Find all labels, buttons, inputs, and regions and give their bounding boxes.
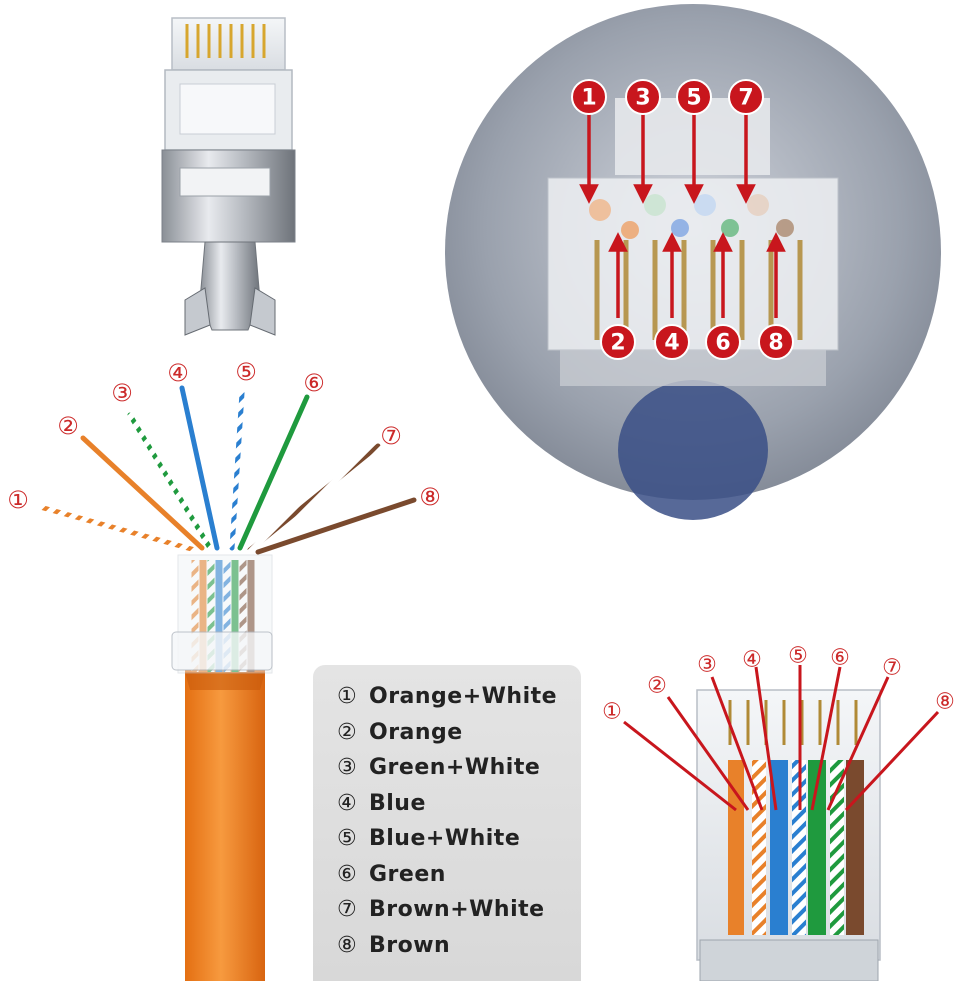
legend-color: Orange: [369, 719, 463, 745]
legend-color: Brown+White: [369, 897, 545, 923]
cable-wire-label: ⑧: [419, 483, 441, 511]
pin-badge: [625, 79, 661, 115]
cable-wire-label: ③: [111, 379, 133, 407]
legend-number: ②: [337, 719, 357, 745]
pin-badge: [600, 324, 636, 360]
legend-color: Blue+White: [369, 826, 521, 852]
legend-number: ⑤: [337, 826, 357, 852]
plug-wire-label: ⑥: [830, 646, 850, 671]
plug-wire-label: ⑤: [788, 644, 808, 669]
plug-wire-label: ③: [697, 653, 717, 678]
legend-row-6: ⑥ Green: [337, 857, 581, 893]
pin-badge: [728, 79, 764, 115]
legend-row-4: ④ Blue: [337, 786, 581, 822]
legend-number: ⑧: [337, 932, 357, 958]
wire-color-legend: ① Orange+White ② Orange ③ Green+White ④ Blue…: [313, 665, 581, 981]
cable-wire-label: ①: [7, 486, 29, 514]
plug-wire-label: ⑧: [935, 690, 955, 715]
legend-row-7: ⑦ Brown+White: [337, 892, 581, 928]
cable-wire-label: ④: [167, 359, 189, 387]
pin-badge: [705, 324, 741, 360]
legend-color: Orange+White: [369, 684, 558, 710]
plug-wire-label: ④: [742, 648, 762, 673]
cable-wire-label: ⑦: [380, 422, 402, 450]
pin-badge: [758, 324, 794, 360]
pin-badge-number: 2: [610, 331, 625, 356]
cable-wire-label: ⑥: [303, 369, 325, 397]
legend-number: ⑥: [337, 861, 357, 887]
pin-badge-number: 8: [768, 331, 783, 356]
pin-badge-number: 4: [664, 331, 679, 356]
pin-badge-number: 7: [738, 86, 753, 111]
pin-badge-number: 3: [635, 86, 650, 111]
legend-row-5: ⑤ Blue+White: [337, 821, 581, 857]
legend-color: Green: [369, 861, 446, 887]
legend-number: ①: [337, 684, 357, 710]
legend-color: Brown: [369, 932, 451, 958]
cable-wire-label: ②: [57, 412, 79, 440]
legend-number: ⑦: [337, 897, 357, 923]
plug-wire-label: ①: [602, 700, 622, 725]
shielded-plug-illustration: [161, 17, 296, 336]
pin-badge: [654, 324, 690, 360]
pin-badge: [676, 79, 712, 115]
plug-wire-label: ⑦: [882, 656, 902, 681]
legend-color: Green+White: [369, 755, 541, 781]
legend-number: ③: [337, 755, 357, 781]
legend-row-2: ② Orange: [337, 715, 581, 751]
legend-row-3: ③ Green+White: [337, 750, 581, 786]
pin-badge-number: 6: [715, 331, 730, 356]
cable-illustration: ① ② ③ ④ ⑤ ⑥ ⑦ ⑧: [7, 358, 441, 981]
legend-row-1: ① Orange+White: [337, 679, 581, 715]
legend-number: ④: [337, 790, 357, 816]
legend-color: Blue: [369, 790, 426, 816]
pin-closeup-photo: 1 3 5 7 2 4 6 8: [445, 4, 941, 520]
legend-row-8: ⑧ Brown: [337, 928, 581, 964]
cable-wire-label: ⑤: [235, 358, 257, 386]
pin-badge-number: 1: [581, 86, 596, 111]
plug-wire-label: ②: [647, 674, 667, 699]
pin-badge: [571, 79, 607, 115]
pin-badge-number: 5: [686, 86, 701, 111]
